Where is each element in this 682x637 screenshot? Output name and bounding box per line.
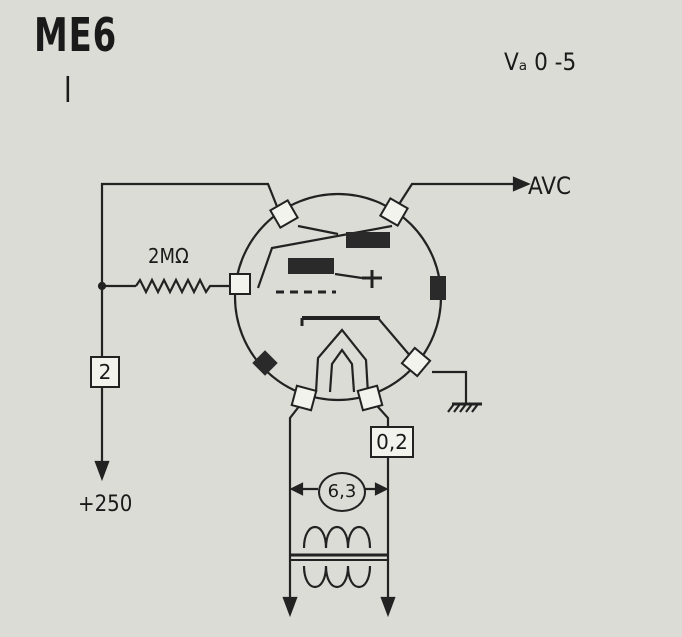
- internal-wire-target: [334, 272, 363, 280]
- tube-subtitle: I: [64, 70, 72, 111]
- transformer-primary: [302, 526, 372, 549]
- pin-top-right: [378, 196, 410, 228]
- grid-voltage-label: Vₐ 0 -5: [504, 48, 577, 76]
- pin-blank-right: [430, 276, 446, 300]
- pin-bottom-left: [290, 384, 318, 412]
- supply-arrow: [94, 460, 110, 482]
- target-electrode: [288, 258, 334, 274]
- heater-voltage-circle: 6,3: [318, 472, 366, 512]
- resistor-label: 2MΩ: [148, 244, 189, 268]
- tube-type-title: ME6: [34, 8, 118, 62]
- junction-dot: [97, 281, 107, 291]
- resistor-zigzag: [135, 277, 232, 295]
- heater-current-box: 0,2: [370, 426, 414, 458]
- pin-right: [400, 346, 432, 378]
- pin-number-box: 2: [90, 356, 120, 388]
- heater-lead-left: [288, 399, 305, 598]
- pin-bottom-right: [356, 384, 384, 412]
- anode-electrode: [346, 232, 390, 248]
- pin-blank-left: [252, 350, 278, 376]
- transformer-secondary: [302, 565, 372, 588]
- wire-avc: [393, 182, 514, 213]
- internal-wire-anode: [297, 224, 339, 236]
- supply-voltage-label: +250: [78, 492, 133, 517]
- wire-top-left: [100, 182, 282, 462]
- pin-grid: [229, 273, 251, 295]
- ground-wire: [432, 370, 468, 404]
- avc-arrow: [512, 176, 531, 192]
- avc-label: AVC: [528, 172, 572, 200]
- heater-filament: [314, 328, 370, 395]
- pin-top-left: [268, 198, 300, 230]
- internal-wire-right: [377, 317, 413, 359]
